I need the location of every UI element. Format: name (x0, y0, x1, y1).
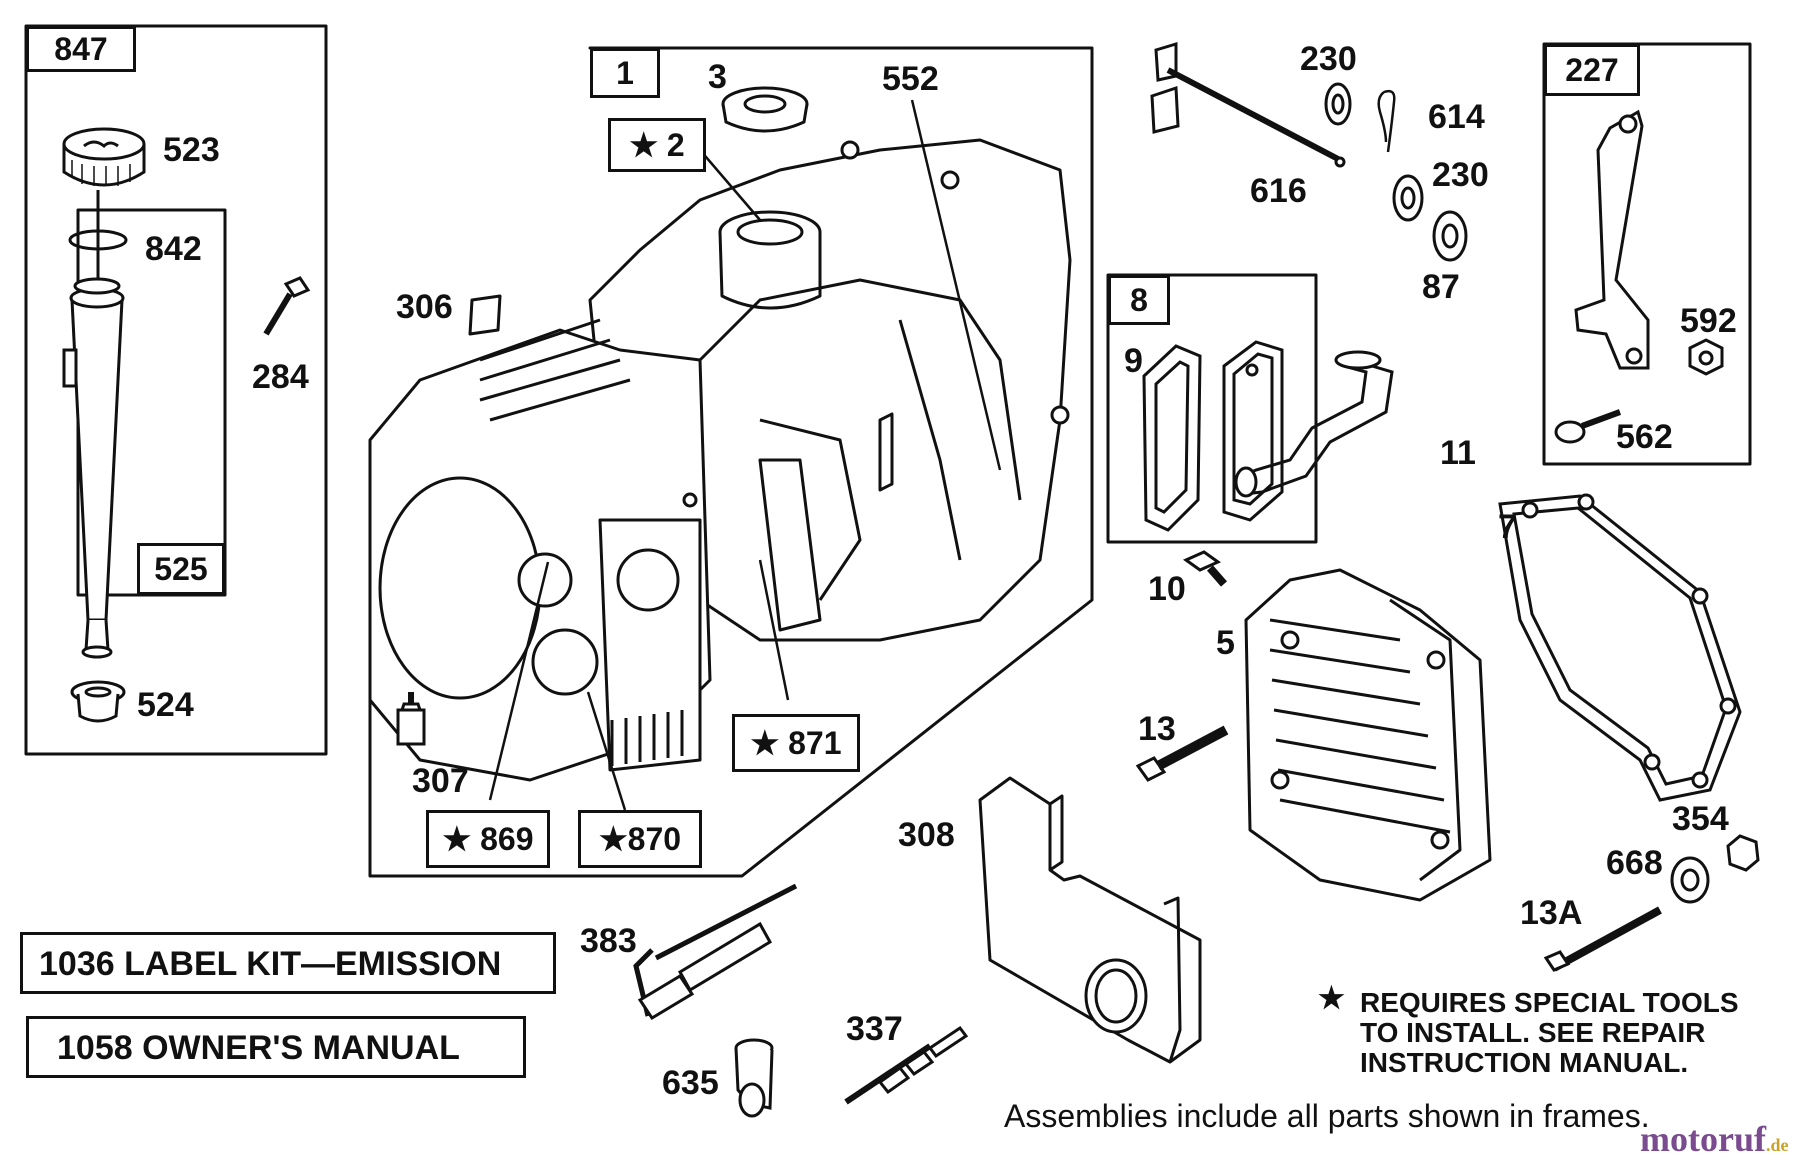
part-230-bottom-label: 230 (1432, 156, 1489, 194)
part-668-label: 668 (1606, 844, 1663, 882)
elbow-635-icon (734, 1038, 774, 1118)
tube-383-icon (633, 883, 798, 1021)
part-87-label: 87 (1422, 268, 1460, 306)
breather-gasket-icon (1142, 344, 1202, 532)
part-523-label: 523 (163, 131, 220, 169)
part-307-label: 307 (412, 762, 469, 800)
part-383-label: 383 (580, 922, 637, 960)
air-guide-shield-icon (978, 776, 1202, 1064)
starred-part-2-label: ★ 2 (608, 118, 706, 172)
breather-tube-icon (1234, 350, 1394, 498)
spark-plug-icon (844, 1025, 969, 1105)
frame-227-border (1542, 42, 1752, 466)
watermark-logo: motoruf.de (1640, 1118, 1788, 1160)
leader-870 (586, 691, 627, 811)
dipstick-cap-icon (62, 127, 146, 187)
washer-230-bottom-icon (1392, 174, 1424, 222)
grommet-icon (70, 680, 126, 723)
label-kit-emission-box: 1036 LABEL KIT—EMISSION (20, 932, 556, 994)
leader-869 (488, 561, 550, 801)
part-524-label: 524 (137, 686, 194, 724)
special-tools-note-line-3: INSTRUCTION MANUAL. (1360, 1047, 1689, 1078)
frame-1-label: 1 (590, 48, 660, 98)
leader-2 (699, 149, 761, 221)
oil-seal-icon (721, 86, 809, 133)
starred-part-870-label: ★870 (578, 810, 702, 868)
washer-668-icon (1670, 856, 1710, 904)
washer-230-top-icon (1324, 82, 1352, 126)
washer-87-icon (1432, 210, 1468, 262)
bolt-13-icon (1135, 725, 1229, 782)
part-9-label: 9 (1124, 342, 1143, 380)
part-635-label: 635 (662, 1064, 719, 1102)
part-337-label: 337 (846, 1010, 903, 1048)
part-13-label: 13 (1138, 710, 1176, 748)
head-gasket-icon (1498, 493, 1742, 802)
part-13a-label: 13A (1520, 894, 1583, 932)
frame-525-label: 525 (137, 543, 225, 595)
frame-847-border (24, 24, 328, 756)
part-562-label: 562 (1616, 418, 1673, 456)
governor-lever-icon (1574, 109, 1650, 370)
hairpin-clip-icon (1377, 89, 1396, 153)
starred-part-871-label: ★ 871 (732, 714, 860, 772)
cylinder-head-icon (1244, 568, 1492, 902)
part-230-top-label: 230 (1300, 40, 1357, 78)
part-284-label: 284 (252, 358, 309, 396)
nut-354-icon (1726, 834, 1760, 872)
leader-552 (910, 99, 1002, 471)
frame-8-label: 8 (1108, 275, 1170, 325)
part-842-label: 842 (145, 230, 202, 268)
part-552-label: 552 (882, 60, 939, 98)
screw-307-icon (396, 692, 426, 746)
part-354-label: 354 (1672, 800, 1729, 838)
part-5-label: 5 (1216, 624, 1235, 662)
part-616-label: 616 (1250, 172, 1307, 210)
frame-227-label: 227 (1544, 44, 1640, 96)
part-306-label: 306 (396, 288, 453, 326)
assemblies-footer-note: Assemblies include all parts shown in fr… (1004, 1098, 1650, 1134)
bolt-10-icon (1182, 550, 1228, 587)
special-tools-note-line-1: REQUIRES SPECIAL TOOLS (1360, 987, 1739, 1018)
special-tools-note-line-2: TO INSTALL. SEE REPAIR (1360, 1017, 1706, 1048)
frame-8-border (1106, 273, 1318, 544)
watermark-suffix: .de (1765, 1135, 1789, 1155)
owners-manual-box: 1058 OWNER'S MANUAL (26, 1016, 526, 1078)
stud-13a-icon (1543, 906, 1662, 972)
part-3-label: 3 (708, 58, 727, 96)
frame-847-label: 847 (26, 26, 136, 72)
part-11-label: 11 (1440, 434, 1476, 472)
starred-part-869-label: ★ 869 (426, 810, 550, 868)
leader-871 (758, 559, 790, 701)
nut-592-icon (1688, 338, 1724, 376)
engine-block-icon (368, 138, 1072, 782)
part-308-label: 308 (898, 816, 955, 854)
part-7-label: 7 (1498, 508, 1517, 546)
part-614-label: 614 (1428, 98, 1485, 136)
special-tools-star: ★ (1318, 982, 1345, 1015)
screw-284-icon (263, 276, 311, 336)
part-10-label: 10 (1148, 570, 1186, 608)
part-592-label: 592 (1680, 302, 1737, 340)
watermark-name: motoruf (1640, 1119, 1766, 1159)
dipstick-tube-icon (62, 277, 125, 659)
governor-shaft-icon (1150, 41, 1346, 168)
screw-562-icon (1554, 409, 1622, 444)
